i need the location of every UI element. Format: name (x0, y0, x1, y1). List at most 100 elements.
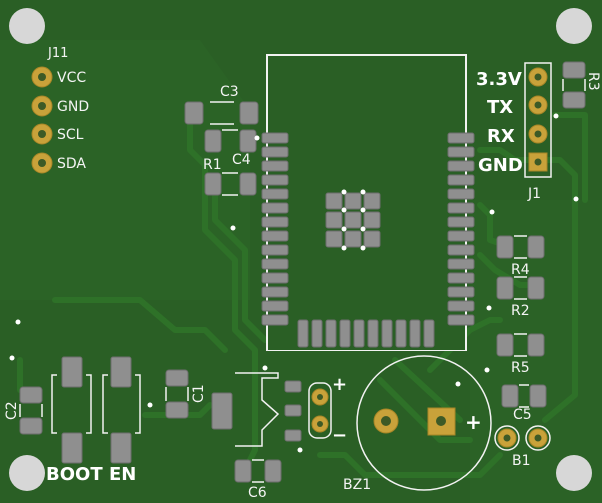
c6-pad-left (234, 459, 252, 483)
connector-j1: 3.3V TX RX GND J1 (476, 62, 552, 202)
boot-label: BOOT (46, 464, 103, 485)
mounting-hole-top-left (9, 8, 45, 44)
esp-bottom-pad (297, 319, 309, 348)
esp-left-pad (261, 230, 289, 242)
en-pad-bottom (110, 432, 132, 464)
mounting-hole-bottom-left (9, 455, 45, 491)
thermal-via (341, 245, 347, 251)
esp-right-pad (447, 132, 475, 144)
capacitor-c6: C6 (234, 459, 282, 501)
esp-left-pad (261, 132, 289, 144)
esp-right-pads (447, 132, 475, 326)
j11-pin-sda-label: SDA (57, 156, 86, 172)
via (297, 447, 303, 453)
regulator-pin-3 (284, 429, 302, 442)
button-en: EN (102, 356, 141, 485)
esp-left-pad (261, 202, 289, 214)
c2-pad-bottom (19, 417, 43, 435)
thermal-via (341, 189, 347, 195)
j1-pin-tx-label: TX (487, 97, 513, 118)
connector-j11: J11 VCC GND SCL SDA (31, 46, 89, 174)
r5-pad-right (527, 333, 545, 357)
r2-pad-right (527, 276, 545, 300)
batt-conn-hole-1 (317, 394, 323, 400)
c6-ref: C6 (248, 485, 267, 501)
r4-pad-left (496, 235, 514, 259)
mounting-holes (9, 8, 592, 491)
j1-outline (524, 62, 552, 178)
capacitor-c3: C3 (184, 84, 259, 125)
esp-bottom-pad (367, 319, 379, 348)
r4-ref: R4 (511, 262, 530, 278)
b1-hole-1 (503, 434, 511, 442)
via (573, 196, 579, 202)
batt-conn-outline (308, 382, 332, 439)
button-boot: BOOT (46, 356, 103, 485)
j11-pin-scl-label: SCL (57, 127, 84, 143)
r2-ref: R2 (511, 303, 530, 319)
r1-pad-right (239, 172, 257, 196)
c6-pad-right (264, 459, 282, 483)
j11-pin-4-hole (38, 159, 46, 167)
r1-pad-left (204, 172, 222, 196)
regulator-outline (235, 372, 280, 447)
via (254, 135, 260, 141)
battery-connector: + − (308, 374, 347, 446)
esp-thermal-pad (325, 211, 343, 229)
esp-thermal-pad (363, 230, 381, 248)
via (489, 209, 495, 215)
esp-left-pad (261, 300, 289, 312)
esp-left-pad (261, 244, 289, 256)
esp-right-pad (447, 216, 475, 228)
esp-left-pad (261, 258, 289, 270)
capacitor-c4: C4 (204, 129, 257, 168)
esp-left-pad (261, 286, 289, 298)
j1-pin-1-hole (534, 73, 542, 81)
c1-ref: C1 (191, 384, 207, 403)
r3-pad-top (562, 61, 586, 79)
regulator-tab-pad (211, 392, 233, 430)
mounting-hole-bottom-right (556, 455, 592, 491)
esp-bottom-pad (381, 319, 393, 348)
boot-pad-top (61, 356, 83, 388)
thermal-via (360, 245, 366, 251)
buzzer-bz1: + BZ1 (343, 355, 492, 493)
b1-ref: B1 (512, 453, 531, 469)
bz1-ref: BZ1 (343, 477, 371, 493)
resistor-r5: R5 (496, 333, 545, 376)
c5-pad-left (501, 384, 519, 408)
en-outline-left (102, 374, 108, 434)
thermal-via (360, 207, 366, 213)
esp-bottom-pads (297, 319, 435, 348)
en-pad-top (110, 356, 132, 388)
bz1-hole-round (381, 416, 391, 426)
en-outline-right (135, 374, 141, 434)
esp-thermal-pad (344, 230, 362, 248)
j11-pin-1-hole (38, 73, 46, 81)
esp-bottom-pad (423, 319, 435, 348)
c3-pad-right (239, 101, 259, 125)
j11-pin-vcc-label: VCC (57, 70, 86, 86)
regulator-pin-2 (284, 404, 302, 417)
esp-bottom-pad (325, 319, 337, 348)
batt-conn-hole-2 (317, 421, 323, 427)
c5-ref: C5 (513, 407, 532, 423)
esp-right-pad (447, 174, 475, 186)
resistor-r4: R4 (496, 235, 545, 278)
j1-pin-3-hole (534, 130, 542, 138)
via (455, 381, 461, 387)
r5-ref: R5 (511, 360, 530, 376)
via (486, 305, 492, 311)
capacitor-c2: C2 (4, 386, 43, 435)
j11-pin-3-hole (38, 130, 46, 138)
boot-outline-left (51, 374, 57, 434)
j11-pin-2-hole (38, 102, 46, 110)
regulator-pin-1 (284, 380, 302, 393)
mounting-hole-top-right (556, 8, 592, 44)
battery-b1: B1 (494, 425, 551, 469)
c1-pad-bottom (165, 401, 189, 419)
c1-pad-top (165, 369, 189, 387)
esp-left-pad (261, 160, 289, 172)
batt-plus-mark: + (332, 374, 347, 395)
r3-ref: R3 (585, 72, 601, 91)
